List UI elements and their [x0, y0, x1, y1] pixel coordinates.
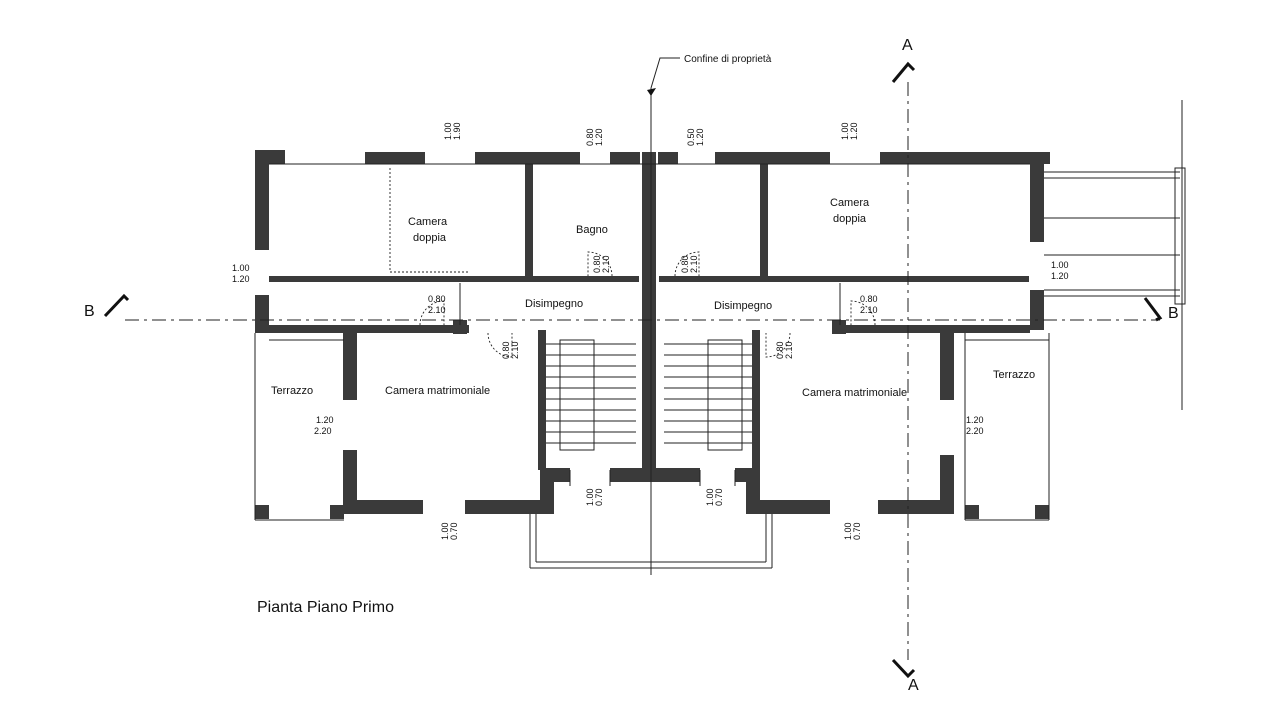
- dim-door-right-hall-b: 2.10: [860, 305, 878, 315]
- dim-left-wall-window-a: 1.00: [232, 263, 250, 273]
- thin-lines: [103, 57, 1186, 679]
- door-swings: [419, 251, 876, 358]
- walls: [255, 150, 1050, 519]
- room-label-camera-doppia-right-1: Camera: [830, 197, 870, 209]
- dim-door-master-right-a: 0.80: [775, 341, 785, 359]
- plan-caption: Pianta Piano Primo: [257, 599, 394, 616]
- room-label-disimpegno-right: Disimpegno: [714, 300, 772, 312]
- dim-door-master-left-b: 2.10: [510, 341, 520, 359]
- dim-bottom-window-4a: 1.00: [843, 522, 853, 540]
- dim-bottom-window-1b: 0.70: [449, 522, 459, 540]
- dim-right-wall-window-a: 1.00: [1051, 260, 1069, 270]
- dimension-labels: 1.00 1.90 0.80 1.20 0.50 1.20 1.00 1.20 …: [232, 122, 1069, 540]
- room-label-terrazzo-right: Terrazzo: [993, 369, 1035, 381]
- dim-terrace-door-left-b: 2.20: [314, 426, 332, 436]
- dim-door-master-right-b: 2.10: [784, 341, 794, 359]
- dim-top-window-2a: 0.80: [585, 128, 595, 146]
- dim-door-bath-left-b: 2.10: [601, 255, 611, 273]
- annotations: Confine di proprietà A A B B Pianta Pian…: [84, 37, 1179, 694]
- room-label-bagno: Bagno: [576, 224, 608, 236]
- room-label-camera-matrimoniale-right: Camera matrimoniale: [802, 387, 907, 399]
- dim-door-left-hall-a: 0.80: [428, 294, 446, 304]
- dim-door-right-hall-a: 0.80: [860, 294, 878, 304]
- dim-top-window-4b: 1.20: [849, 122, 859, 140]
- dim-terrace-door-left-a: 1.20: [316, 415, 334, 425]
- dim-terrace-door-right-a: 1.20: [966, 415, 984, 425]
- section-mark-b-left: B: [84, 303, 95, 320]
- dim-terrace-door-right-b: 2.20: [966, 426, 984, 436]
- dim-left-wall-window-b: 1.20: [232, 274, 250, 284]
- dim-door-bath-right-a: 0.80: [680, 255, 690, 273]
- dim-right-wall-window-b: 1.20: [1051, 271, 1069, 281]
- dim-bottom-window-3b: 0.70: [714, 488, 724, 506]
- room-label-terrazzo-left: Terrazzo: [271, 385, 313, 397]
- dim-bottom-window-2a: 1.00: [585, 488, 595, 506]
- dim-door-left-hall-b: 2.10: [428, 305, 446, 315]
- section-mark-a-top: A: [902, 37, 913, 54]
- room-label-camera-matrimoniale-left: Camera matrimoniale: [385, 385, 490, 397]
- room-label-disimpegno-left: Disimpegno: [525, 298, 583, 310]
- dim-door-bath-left-a: 0.80: [592, 255, 602, 273]
- section-mark-b-right: B: [1168, 305, 1179, 322]
- dim-top-window-3b: 1.20: [695, 128, 705, 146]
- dim-door-bath-right-b: 2.10: [689, 255, 699, 273]
- dim-bottom-window-3a: 1.00: [705, 488, 715, 506]
- dim-top-window-3a: 0.50: [686, 128, 696, 146]
- dim-bottom-window-1a: 1.00: [440, 522, 450, 540]
- dim-top-window-4a: 1.00: [840, 122, 850, 140]
- dim-top-window-1a: 1.00: [443, 122, 453, 140]
- dim-door-master-left-a: 0.80: [501, 341, 511, 359]
- dim-bottom-window-4b: 0.70: [852, 522, 862, 540]
- dim-bottom-window-2b: 0.70: [594, 488, 604, 506]
- room-label-camera-doppia-left-1: Camera: [408, 216, 448, 228]
- room-labels: Camera doppia Bagno Camera doppia Disimp…: [271, 197, 1035, 399]
- room-label-camera-doppia-left-2: doppia: [413, 232, 447, 244]
- dim-top-window-1b: 1.90: [452, 122, 462, 140]
- room-label-camera-doppia-right-2: doppia: [833, 213, 867, 225]
- property-line-label: Confine di proprietà: [684, 54, 772, 65]
- section-mark-a-bottom: A: [908, 677, 919, 694]
- dim-top-window-2b: 1.20: [594, 128, 604, 146]
